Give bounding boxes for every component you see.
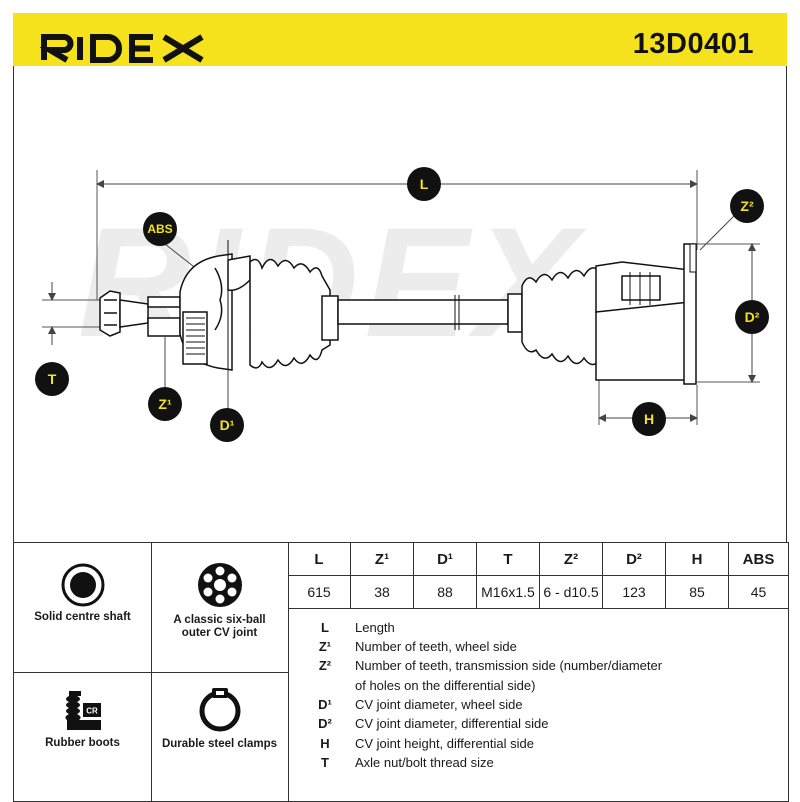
spec-header-row: L Z¹ D¹ T Z² D² H ABS: [288, 543, 788, 576]
rubber-boot-icon: CR: [64, 691, 101, 730]
spec-value: M16x1.5: [476, 575, 540, 609]
spec-header: D¹: [413, 543, 477, 576]
spec-value: 123: [602, 575, 666, 609]
feature-six-ball-joint: A classic six-ball outer CV joint: [151, 543, 289, 672]
spec-value: 85: [665, 575, 729, 609]
spec-header: L: [288, 543, 351, 576]
label-T: T: [35, 362, 69, 396]
label-ABS: ABS: [143, 212, 177, 246]
feature-solid-shaft: Solid centre shaft: [14, 543, 152, 672]
spec-header: D²: [602, 543, 666, 576]
spec-header: ABS: [728, 543, 788, 576]
steel-clamp-icon: [199, 688, 240, 732]
label-H: H: [632, 402, 666, 436]
ridex-logo: [40, 34, 204, 63]
six-ball-joint-icon: [197, 563, 242, 607]
svg-text:CR: CR: [86, 707, 98, 716]
feature-steel-clamps: Durable steel clamps: [151, 672, 289, 801]
spec-table: L Z¹ D¹ T Z² D² H ABS 615 38 88 M16x1.5 …: [288, 543, 788, 609]
spec-value: 88: [413, 575, 477, 609]
label-L: L: [407, 167, 441, 201]
drive-shaft-diagram: [42, 170, 760, 425]
spec-panel: Solid centre shaft A classic six-ball ou…: [13, 542, 789, 802]
spec-value-row: 615 38 88 M16x1.5 6 - d10.5 123 85 45: [288, 575, 788, 609]
spec-value: 45: [728, 575, 788, 609]
label-Z2: Z²: [730, 189, 764, 223]
label-D2: D²: [735, 300, 769, 334]
spec-value: 615: [288, 575, 351, 609]
spec-value: 38: [350, 575, 414, 609]
label-D1: D¹: [210, 408, 244, 442]
header-bar: 13D0401: [13, 13, 787, 66]
spec-header: H: [665, 543, 729, 576]
solid-shaft-icon: [61, 563, 104, 607]
spec-value: 6 - d10.5: [539, 575, 603, 609]
part-number: 13D0401: [632, 28, 754, 60]
spec-header: T: [476, 543, 540, 576]
feature-rubber-boots: CR Rubber boots: [14, 672, 152, 801]
spec-header: Z²: [539, 543, 603, 576]
spec-header: Z¹: [350, 543, 414, 576]
label-Z1: Z¹: [148, 387, 182, 421]
